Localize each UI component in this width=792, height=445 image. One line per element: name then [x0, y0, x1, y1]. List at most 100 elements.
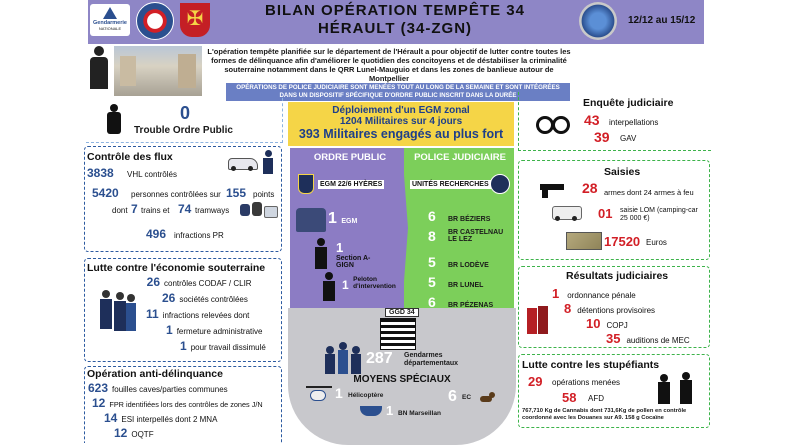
armes-label: armes dont 24 armes à feu [604, 188, 694, 197]
protester-icon [96, 104, 126, 138]
egm-badge-icon [298, 174, 314, 194]
armes-value: 28 [582, 180, 598, 196]
pers-value: 5420 [92, 186, 119, 200]
points-label: points [253, 190, 275, 199]
street-photo [114, 46, 202, 96]
enquete-title: Enquête judiciaire [583, 97, 674, 109]
bn-value: 1 [386, 403, 394, 418]
ggd-barrier-icon [380, 318, 416, 350]
saisies-title: Saisies [604, 166, 641, 178]
trouble-value: 0 [180, 103, 191, 123]
gend-value: 287 [366, 350, 393, 367]
interp-label: interpellations [609, 118, 659, 127]
center-divider [402, 148, 408, 308]
tram-value: 74 [178, 202, 192, 216]
saisies-box [518, 160, 710, 260]
lom-label: saisie LOM (camping-car 25 000 €) [620, 207, 698, 222]
intervention-officer-icon [322, 272, 336, 302]
op-item: 1 Section A-GIGN [336, 240, 371, 269]
dealers-icon [656, 372, 700, 406]
gend-label: Gendarmes départementaux [404, 352, 459, 367]
camper-icon [552, 204, 582, 222]
resultats-box [518, 266, 710, 348]
stup-op-value: 29 [528, 374, 543, 389]
unit-badge-icon [579, 2, 617, 40]
pers-label: personnes contrôlées sur [131, 190, 221, 199]
controle-box [84, 146, 282, 252]
interp-value: 43 [584, 112, 600, 128]
anti-title: Opération anti-délinquance [87, 368, 223, 380]
ec-label: EC [462, 394, 472, 401]
euros-label: Euros [646, 238, 667, 247]
pr-label: infractions PR [174, 231, 224, 240]
page-title: BILAN OPÉRATION TEMPÊTE 34 HÉRAULT (34-Z… [265, 2, 525, 37]
dont-label: dont [112, 206, 128, 215]
stup-title: Lutte contre les stupéfiants [522, 359, 660, 371]
checkpoint-icon [240, 200, 278, 218]
car-icon [226, 152, 260, 172]
stup-box [518, 354, 710, 428]
vhl-label: VHL contrôlés [127, 170, 177, 179]
ggd-label: GGD 34 [385, 308, 419, 317]
trains-label: trains et [141, 206, 170, 215]
pr-value: 496 [146, 227, 167, 241]
deploy-box: Déploiement d'un EGM zonal 1204 Militair… [288, 102, 514, 146]
gendarmerie-logo: Gendarmerie NATIONALE [90, 4, 130, 36]
anti-box [84, 366, 282, 443]
lawbooks-icon [527, 306, 551, 334]
officer-icon [262, 150, 274, 174]
trouble-box [86, 98, 283, 143]
enquete-box [518, 92, 711, 151]
trains-value: 7 [131, 202, 138, 216]
bn-label: BN Marseillan [398, 410, 441, 417]
dog-icon [478, 392, 496, 406]
intro-banner: OPÉRATIONS DE POLICE JUDICIAIRE SONT MEN… [226, 83, 570, 101]
boat-icon [360, 406, 382, 416]
controle-title: Contrôle des flux [87, 151, 173, 163]
afd-value: 58 [562, 390, 577, 405]
egm-label: EGM 22/6 HYÈRES [318, 180, 385, 189]
resultats-title: Résultats judiciaires [566, 270, 669, 282]
egm-vehicle-icon [296, 208, 326, 232]
tram-label: tramways [195, 206, 230, 215]
gun-icon [540, 184, 564, 198]
banknotes-icon [566, 232, 602, 250]
vhl-value: 3838 [87, 166, 114, 180]
heli-value: 1 [335, 385, 343, 401]
crest-logo [136, 2, 174, 40]
handcuffs-icon [536, 112, 570, 134]
unites-label: UNITÉS RECHERCHES [410, 180, 491, 189]
op-item: 1 Peloton d'intervention [342, 276, 396, 292]
heli-label: Hélicoptère [348, 392, 384, 399]
euros-value: 17520 [604, 234, 641, 249]
gav-value: 39 [594, 129, 610, 145]
lom-value: 01 [598, 206, 613, 221]
dates-label: 12/12 au 15/12 [628, 15, 696, 26]
moyens-title: MOYENS SPÉCIAUX [353, 374, 451, 385]
intro-text: L'opération tempête planifiée sur le dép… [207, 47, 571, 83]
police-judiciaire-heading: POLICE JUDICIAIRE [414, 152, 506, 163]
ec-value: 6 [448, 388, 457, 405]
gav-label: GAV [620, 134, 637, 143]
op-item: 1 EGM [328, 210, 358, 227]
research-badge-icon [490, 174, 510, 194]
ordre-public-heading: ORDRE PUBLIC [313, 152, 387, 163]
gign-officer-icon [314, 238, 328, 270]
